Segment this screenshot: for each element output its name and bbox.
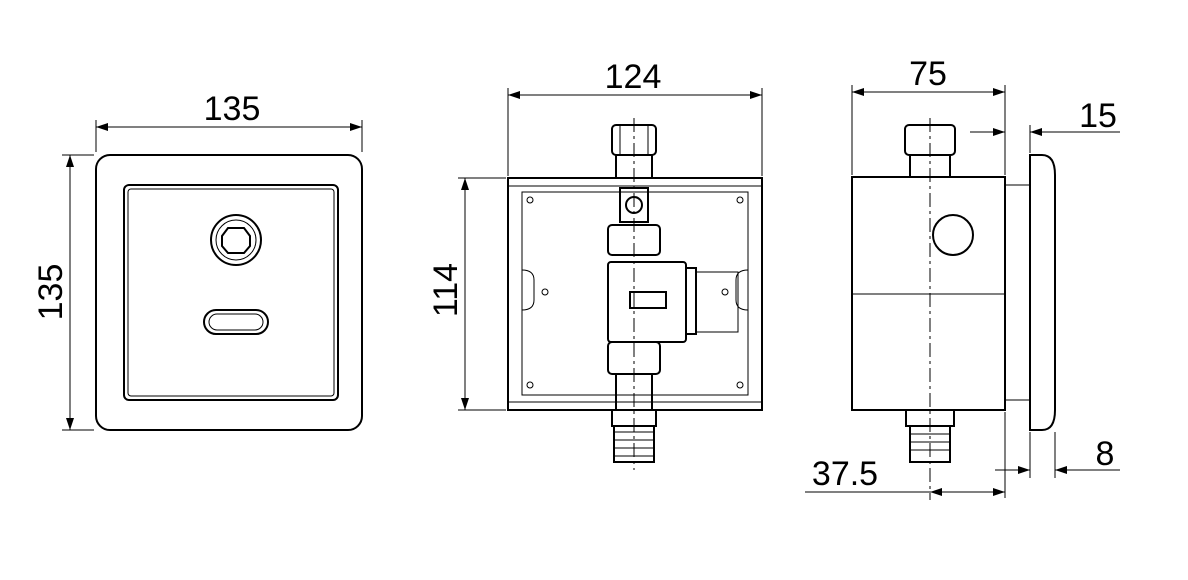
dim-side-width: 75 bbox=[909, 55, 947, 93]
dim-plate-gap: 15 bbox=[1079, 97, 1117, 135]
cover-panel bbox=[123, 184, 339, 401]
dim-box-height: 114 bbox=[427, 263, 465, 317]
cover-plate-outline bbox=[95, 154, 363, 431]
front-view: 135 135 bbox=[32, 90, 363, 431]
indicator-slot bbox=[203, 309, 269, 335]
side-view: 75 15 8 37.5 bbox=[805, 55, 1120, 500]
box-view: 124 114 bbox=[427, 58, 763, 470]
dim-box-width: 124 bbox=[605, 58, 662, 96]
dim-front-width: 135 bbox=[204, 90, 261, 128]
dim-outlet-offset: 37.5 bbox=[812, 455, 878, 493]
valve-assembly bbox=[607, 124, 739, 463]
dim-front-height: 135 bbox=[32, 264, 70, 321]
cover-plate-profile bbox=[1029, 154, 1056, 431]
sensor-window bbox=[210, 214, 262, 266]
side-hole bbox=[932, 214, 974, 256]
dim-plate-thickness: 8 bbox=[1096, 435, 1115, 473]
solenoid-valve bbox=[607, 261, 687, 343]
